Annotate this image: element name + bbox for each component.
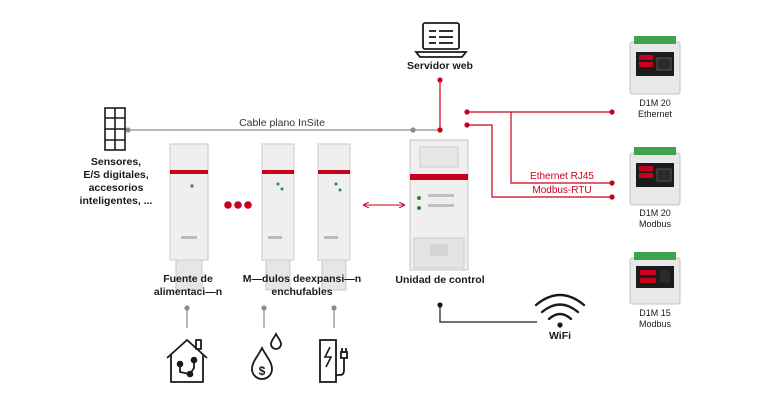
expansion-module-1 — [261, 143, 295, 291]
modbus-dot — [464, 122, 470, 128]
meter-d1m20-ethernet — [629, 36, 681, 95]
sensors-label-line: inteligentes, ... — [79, 195, 153, 207]
meter2-dot — [609, 180, 615, 186]
ethernet-link — [467, 111, 612, 184]
expansion-module-2 — [317, 143, 351, 291]
laptop-icon — [414, 22, 468, 58]
meter-d1m20-modbus — [629, 147, 681, 206]
expansion-modules-label-line: enchufables — [271, 286, 333, 298]
wifi-link-dot — [437, 302, 443, 308]
modbus-link — [467, 124, 612, 198]
meter1-dot — [609, 109, 615, 115]
wifi-icon — [534, 293, 586, 328]
meter-d1m15-modbus — [629, 252, 681, 305]
module-water-dot — [261, 305, 267, 311]
web-server-label: Servidor web — [407, 60, 473, 72]
power-supply-label-line: Fuente de — [163, 273, 213, 285]
meter-model: D1M 20 — [639, 98, 671, 108]
control-unit-device — [409, 139, 469, 271]
control-top-dot — [437, 127, 443, 133]
water-cost-icon: $ — [251, 331, 282, 380]
control-unit-label: Unidad de control — [395, 274, 485, 286]
power-house-dot — [184, 305, 190, 311]
sensors-label-line: accesorios — [88, 182, 144, 194]
ev-charger-icon — [319, 339, 348, 383]
power-supply-module — [169, 143, 209, 291]
expansion-modules-label: M—dulos deexpansi—n enchufables — [242, 273, 362, 299]
house-icon — [166, 339, 208, 383]
connections — [125, 77, 615, 328]
meter-model: D1M 20 — [639, 208, 671, 218]
sensors-label-line: E/S digitales, — [83, 169, 149, 181]
meter3-dot — [609, 194, 615, 200]
svg-text:$: $ — [259, 364, 266, 378]
cable-dot-left — [125, 127, 131, 133]
modbus-rtu-label: Modbus-RTU — [532, 185, 592, 196]
meter-1-caption: D1M 20 Ethernet — [615, 98, 695, 120]
ethernet-dot — [464, 109, 470, 115]
meter-model: D1M 15 — [639, 308, 671, 318]
power-supply-label-line: alimentaci—n — [153, 286, 223, 298]
meter-3-caption: D1M 15 Modbus — [615, 308, 695, 330]
flat-cable-label: Cable plano InSite — [239, 117, 325, 129]
cable-dot-right — [410, 127, 416, 133]
more-modules-ellipsis — [224, 201, 252, 209]
meter-protocol: Modbus — [638, 319, 672, 329]
wifi-link — [439, 305, 537, 323]
meter-protocol: Ethernet — [637, 109, 673, 119]
expansion-modules-label-line: M—dulos deexpansi—n — [242, 273, 362, 285]
wifi-label: WiFi — [548, 330, 572, 342]
meter-2-caption: D1M 20 Modbus — [615, 208, 695, 230]
sensors-label-line: Sensores, — [90, 156, 142, 168]
web-server-dot — [437, 77, 443, 83]
ethernet-label: Ethernet RJ45 — [530, 171, 594, 182]
power-supply-label: Fuente de alimentaci—n — [148, 273, 228, 299]
module-ev-dot — [331, 305, 337, 311]
sensors-label: Sensores, E/S digitales, accesorios inte… — [70, 156, 162, 208]
sensor-cabinet-icon — [104, 107, 126, 151]
meter-protocol: Modbus — [638, 219, 672, 229]
